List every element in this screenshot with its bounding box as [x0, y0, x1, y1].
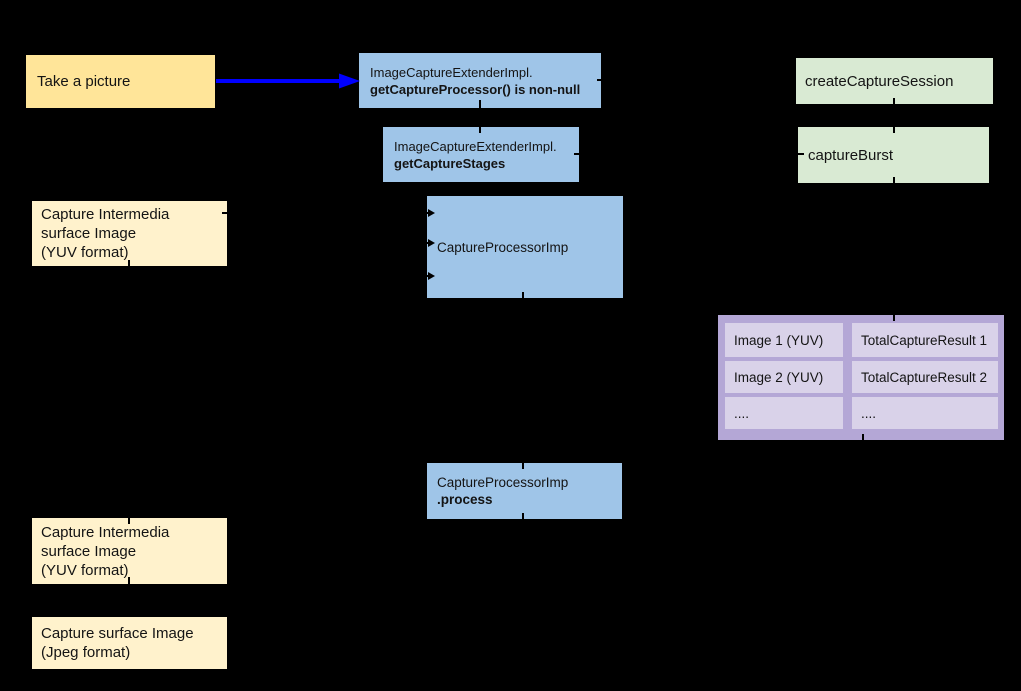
connector-intermedia-to-imp: [222, 209, 435, 217]
node-get-capture-processor: ImageCaptureExtenderImpl. getCaptureProc…: [359, 53, 601, 108]
table-cell-image-more: ....: [725, 397, 843, 429]
table-cell-result-2: TotalCaptureResult 2: [852, 361, 998, 393]
node-capture-intermedia-surface-yuv-bottom: Capture Intermedia surface Image (YUV fo…: [32, 518, 227, 584]
node-label-line1: CaptureProcessorImp: [437, 475, 569, 490]
node-label-line1: Capture surface Image: [41, 625, 194, 642]
node-capture-burst: captureBurst: [798, 127, 989, 183]
node-label: Take a picture: [37, 73, 131, 90]
capture-results-table: Image 1 (YUV) TotalCaptureResult 1 Image…: [718, 315, 1004, 440]
table-cell-image-2: Image 2 (YUV): [725, 361, 843, 393]
node-label: captureBurst: [808, 146, 894, 164]
node-label-line3: (YUV format): [41, 561, 129, 579]
node-capture-processor-imp: CaptureProcessorImp: [427, 196, 623, 298]
node-capture-surface-jpeg: Capture surface Image (Jpeg format): [32, 617, 227, 669]
node-label-line1: ImageCaptureExtenderImpl.: [394, 138, 557, 154]
node-label-line2: surface Image: [41, 542, 137, 560]
node-capture-processor-process: CaptureProcessorImp .process: [427, 463, 622, 519]
table-cell-image-1: Image 1 (YUV): [725, 323, 843, 357]
node-label-line1: Capture Intermedia: [41, 206, 170, 223]
node-label-line1: ImageCaptureExtenderImpl.: [370, 64, 533, 80]
node-label-line3: (YUV format): [41, 244, 129, 261]
take-picture-arrow: [216, 73, 360, 89]
table-cell-result-more: ....: [852, 397, 998, 429]
node-label-line2: .process: [437, 492, 493, 507]
node-label-line2: getCaptureProcessor() is non-null: [370, 81, 581, 97]
node-label: createCaptureSession: [805, 72, 954, 90]
node-label-line2: (Jpeg format): [41, 644, 131, 661]
node-label-line2: surface Image: [41, 225, 137, 242]
node-label: CaptureProcessorImp: [437, 239, 569, 255]
node-label-line1: Capture Intermedia: [41, 523, 170, 541]
node-label-line2: getCaptureStages: [394, 155, 506, 171]
node-create-capture-session: createCaptureSession: [796, 58, 993, 104]
node-capture-intermedia-surface-yuv-top: Capture Intermedia surface Image (YUV fo…: [32, 201, 227, 266]
table-cell-result-1: TotalCaptureResult 1: [852, 323, 998, 357]
node-take-a-picture: Take a picture: [26, 55, 215, 108]
node-get-capture-stages: ImageCaptureExtenderImpl. getCaptureStag…: [383, 127, 579, 182]
